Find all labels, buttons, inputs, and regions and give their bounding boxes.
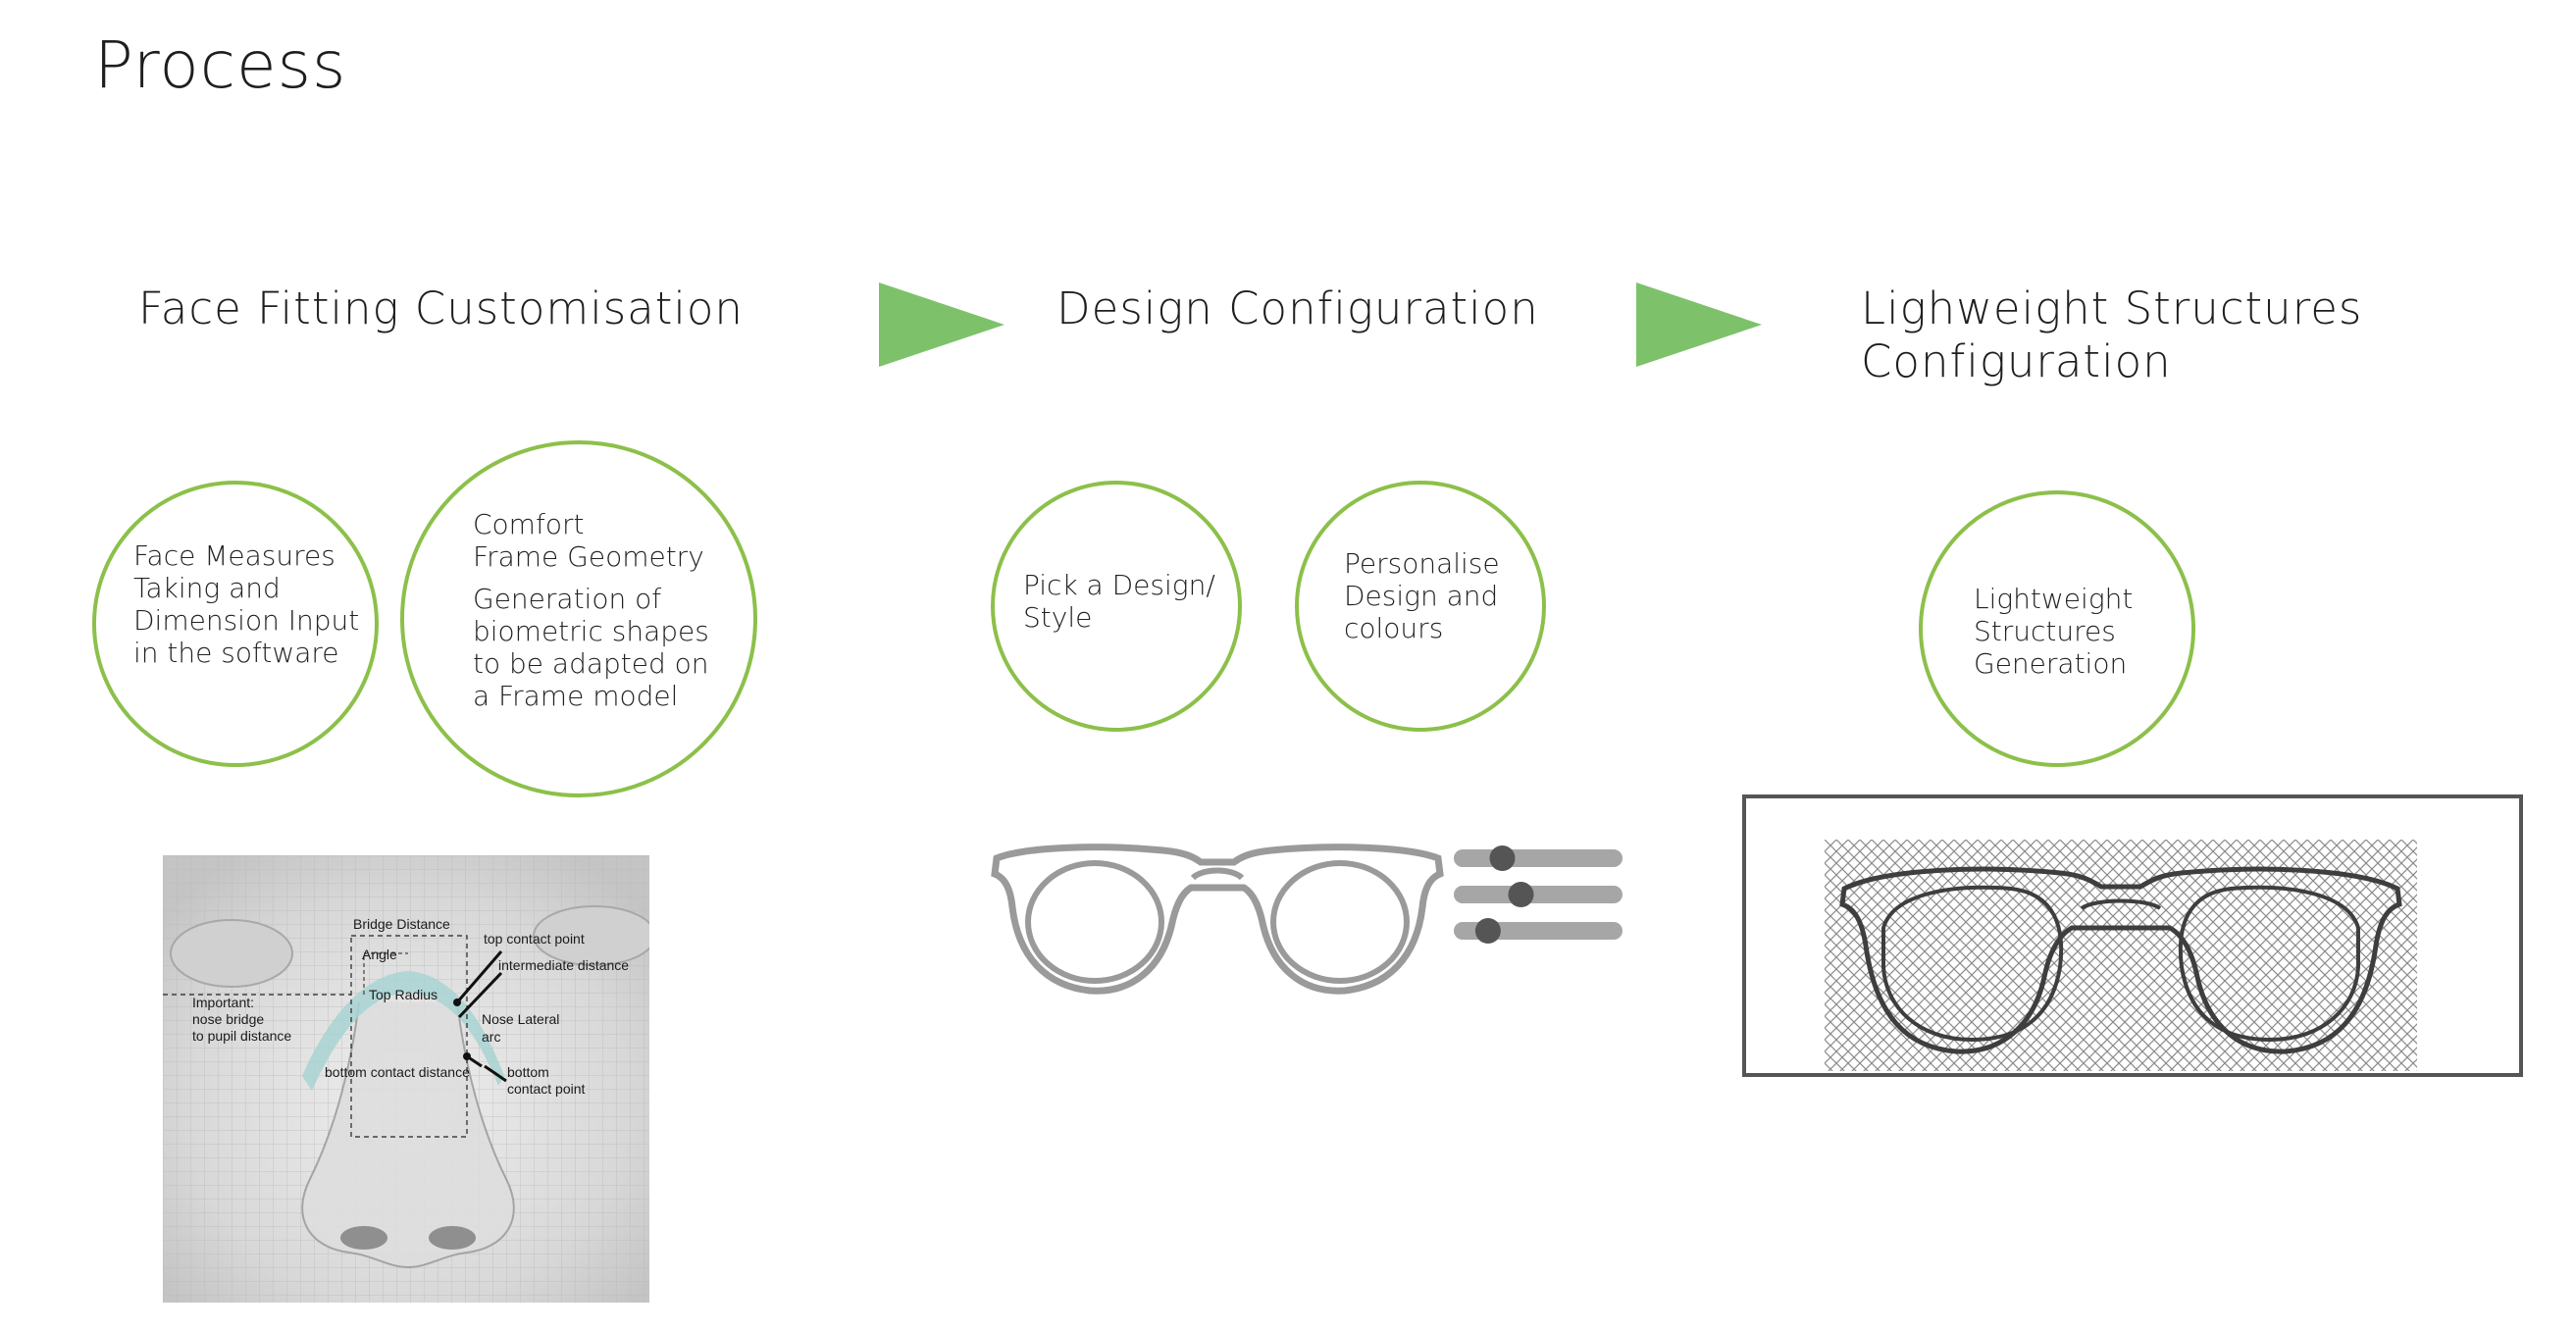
circle-face-measures [92, 481, 379, 767]
stage-title-design-configuration: Design Configuration [1056, 282, 1539, 334]
circle-comfort-text: Generation of biometric shapes to be ada… [473, 583, 709, 712]
stage-title-face-fitting: Face Fitting Customisation [138, 282, 744, 334]
label-intermediate-distance: intermediate distance [498, 957, 629, 973]
circle-comfort-frame-geometry [400, 440, 757, 797]
slider-track-2 [1454, 886, 1623, 903]
play-arrow-icon [1636, 282, 1762, 367]
glasses-icon [991, 844, 1444, 995]
slider-track-1 [1454, 849, 1623, 867]
circle-comfort-heading: Comfort Frame Geometry [473, 508, 704, 573]
circle-personalise [1295, 481, 1546, 732]
label-angle: Angle [362, 947, 397, 962]
circle-personalise-text: Personalise Design and colours [1344, 547, 1500, 644]
slider-knob-3 [1474, 918, 1501, 944]
circle-face-measures-text: Face Measures Taking and Dimension Input… [133, 539, 360, 669]
label-top-contact-point: top contact point [484, 931, 585, 947]
slider-knob-2 [1508, 882, 1534, 907]
circle-pick-design-text: Pick a Design/ Style [1023, 569, 1215, 634]
circle-lightweight-text: Lightweight Structures Generation [1974, 583, 2134, 680]
circle-lightweight-generation [1919, 490, 2195, 767]
slider-knob-1 [1489, 845, 1516, 871]
page-title: Process [94, 27, 347, 103]
sliders-icon [1454, 845, 1623, 944]
glasses-lattice-icon [1825, 840, 2417, 1071]
label-to-pupil-distance: to pupil distance [192, 1028, 291, 1044]
stage-title-lightweight-structures: Lighweight Structures Configuration [1861, 282, 2363, 387]
label-contact-point: contact point [507, 1081, 585, 1097]
label-arc: arc [482, 1029, 500, 1045]
label-important: Important: [192, 995, 254, 1010]
label-nose-lateral: Nose Lateral [482, 1011, 559, 1027]
label-bottom-contact-distance: bottom contact distance [325, 1064, 470, 1080]
label-bottom: bottom [507, 1064, 549, 1080]
circle-pick-design [991, 481, 1242, 732]
play-arrow-icon [879, 282, 1005, 367]
label-nose-bridge: nose bridge [192, 1011, 264, 1027]
lattice-preview-box [1742, 794, 2523, 1077]
label-top-radius: Top Radius [369, 987, 438, 1002]
label-bridge-distance: Bridge Distance [353, 916, 450, 932]
nose-3d-model: Bridge Distance Angle top contact point … [163, 855, 649, 1303]
